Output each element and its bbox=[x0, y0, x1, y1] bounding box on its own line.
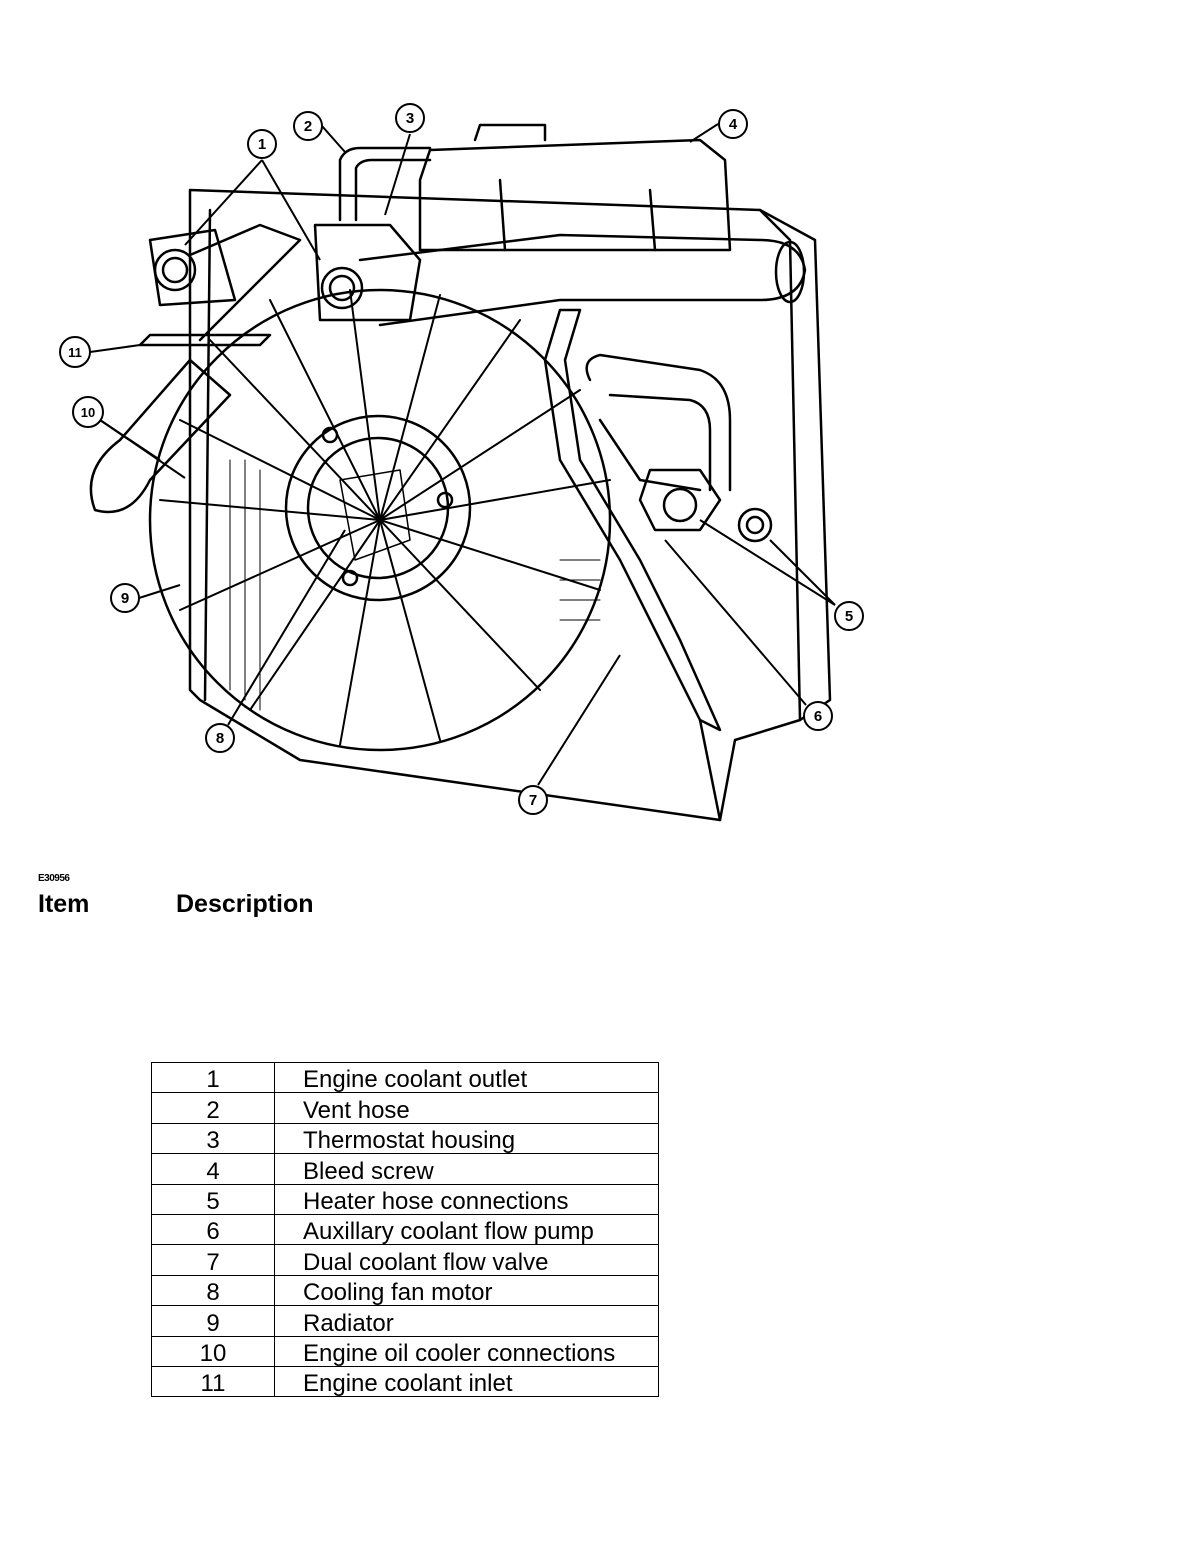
callout-label: 9 bbox=[121, 590, 129, 607]
auxiliary-pump bbox=[638, 468, 722, 532]
item-number: 3 bbox=[151, 1122, 275, 1155]
callout-9 bbox=[110, 583, 181, 613]
callout-5 bbox=[699, 519, 864, 631]
callout-label: 2 bbox=[304, 118, 312, 135]
item-number: 11 bbox=[151, 1365, 275, 1398]
item-description: Engine coolant inlet bbox=[274, 1365, 659, 1398]
callout-label: 3 bbox=[406, 110, 414, 127]
item-description: Auxillary coolant flow pump bbox=[274, 1213, 659, 1246]
heater-hoses bbox=[585, 353, 773, 543]
item-number: 6 bbox=[151, 1213, 275, 1246]
description-column-header: Description bbox=[176, 890, 314, 918]
fan-motor-hub bbox=[284, 414, 472, 602]
item-column-header: Item bbox=[38, 890, 90, 918]
item-description: Heater hose connections bbox=[274, 1183, 659, 1215]
callout-10 bbox=[72, 396, 186, 479]
callout-2 bbox=[293, 111, 346, 153]
callout-label: 6 bbox=[814, 708, 822, 725]
item-number: 5 bbox=[151, 1183, 275, 1215]
item-number: 4 bbox=[151, 1153, 275, 1185]
callout-6 bbox=[664, 539, 833, 731]
item-description: Dual coolant flow valve bbox=[274, 1244, 659, 1276]
item-number: 7 bbox=[151, 1244, 275, 1276]
item-number: 2 bbox=[151, 1092, 275, 1124]
callout-1 bbox=[184, 129, 321, 261]
thermostat-housing bbox=[148, 223, 422, 322]
callout-label: 5 bbox=[845, 608, 853, 625]
callout-label: 11 bbox=[68, 345, 82, 360]
item-number: 10 bbox=[151, 1335, 275, 1367]
item-description: Engine coolant outlet bbox=[274, 1061, 659, 1094]
expansion-tank bbox=[418, 123, 732, 252]
callout-8 bbox=[205, 529, 346, 753]
item-number: 8 bbox=[151, 1274, 275, 1307]
item-description: Radiator bbox=[274, 1305, 659, 1337]
callout-label: 10 bbox=[81, 405, 95, 420]
inlet-hose bbox=[138, 223, 302, 347]
item-description: Bleed screw bbox=[274, 1153, 659, 1185]
callout-3 bbox=[384, 103, 425, 216]
item-description: Thermostat housing bbox=[274, 1122, 659, 1155]
dual-valve-hose bbox=[543, 308, 722, 732]
item-number: 1 bbox=[151, 1061, 275, 1094]
callout-7 bbox=[518, 654, 621, 815]
item-description: Cooling fan motor bbox=[274, 1274, 659, 1307]
fan-shroud bbox=[148, 288, 612, 752]
upper-pipe bbox=[358, 233, 807, 327]
callout-4 bbox=[689, 109, 748, 143]
callout-label: 4 bbox=[729, 116, 738, 133]
radiator-fins bbox=[229, 459, 601, 711]
callout-label: 7 bbox=[529, 792, 537, 809]
item-description: Engine oil cooler connections bbox=[274, 1335, 659, 1367]
cooling-system-diagram: 1 2 3 4 5 6 7 8 9 10 11 bbox=[59, 103, 864, 822]
fan-blades bbox=[159, 289, 611, 746]
callout-label: 8 bbox=[216, 730, 224, 747]
callout-11 bbox=[59, 336, 141, 368]
vent-hose bbox=[338, 146, 432, 222]
item-number: 9 bbox=[151, 1305, 275, 1337]
callout-label: 1 bbox=[258, 136, 266, 153]
figure-code: E30956 bbox=[38, 873, 70, 884]
item-description: Vent hose bbox=[274, 1092, 659, 1124]
